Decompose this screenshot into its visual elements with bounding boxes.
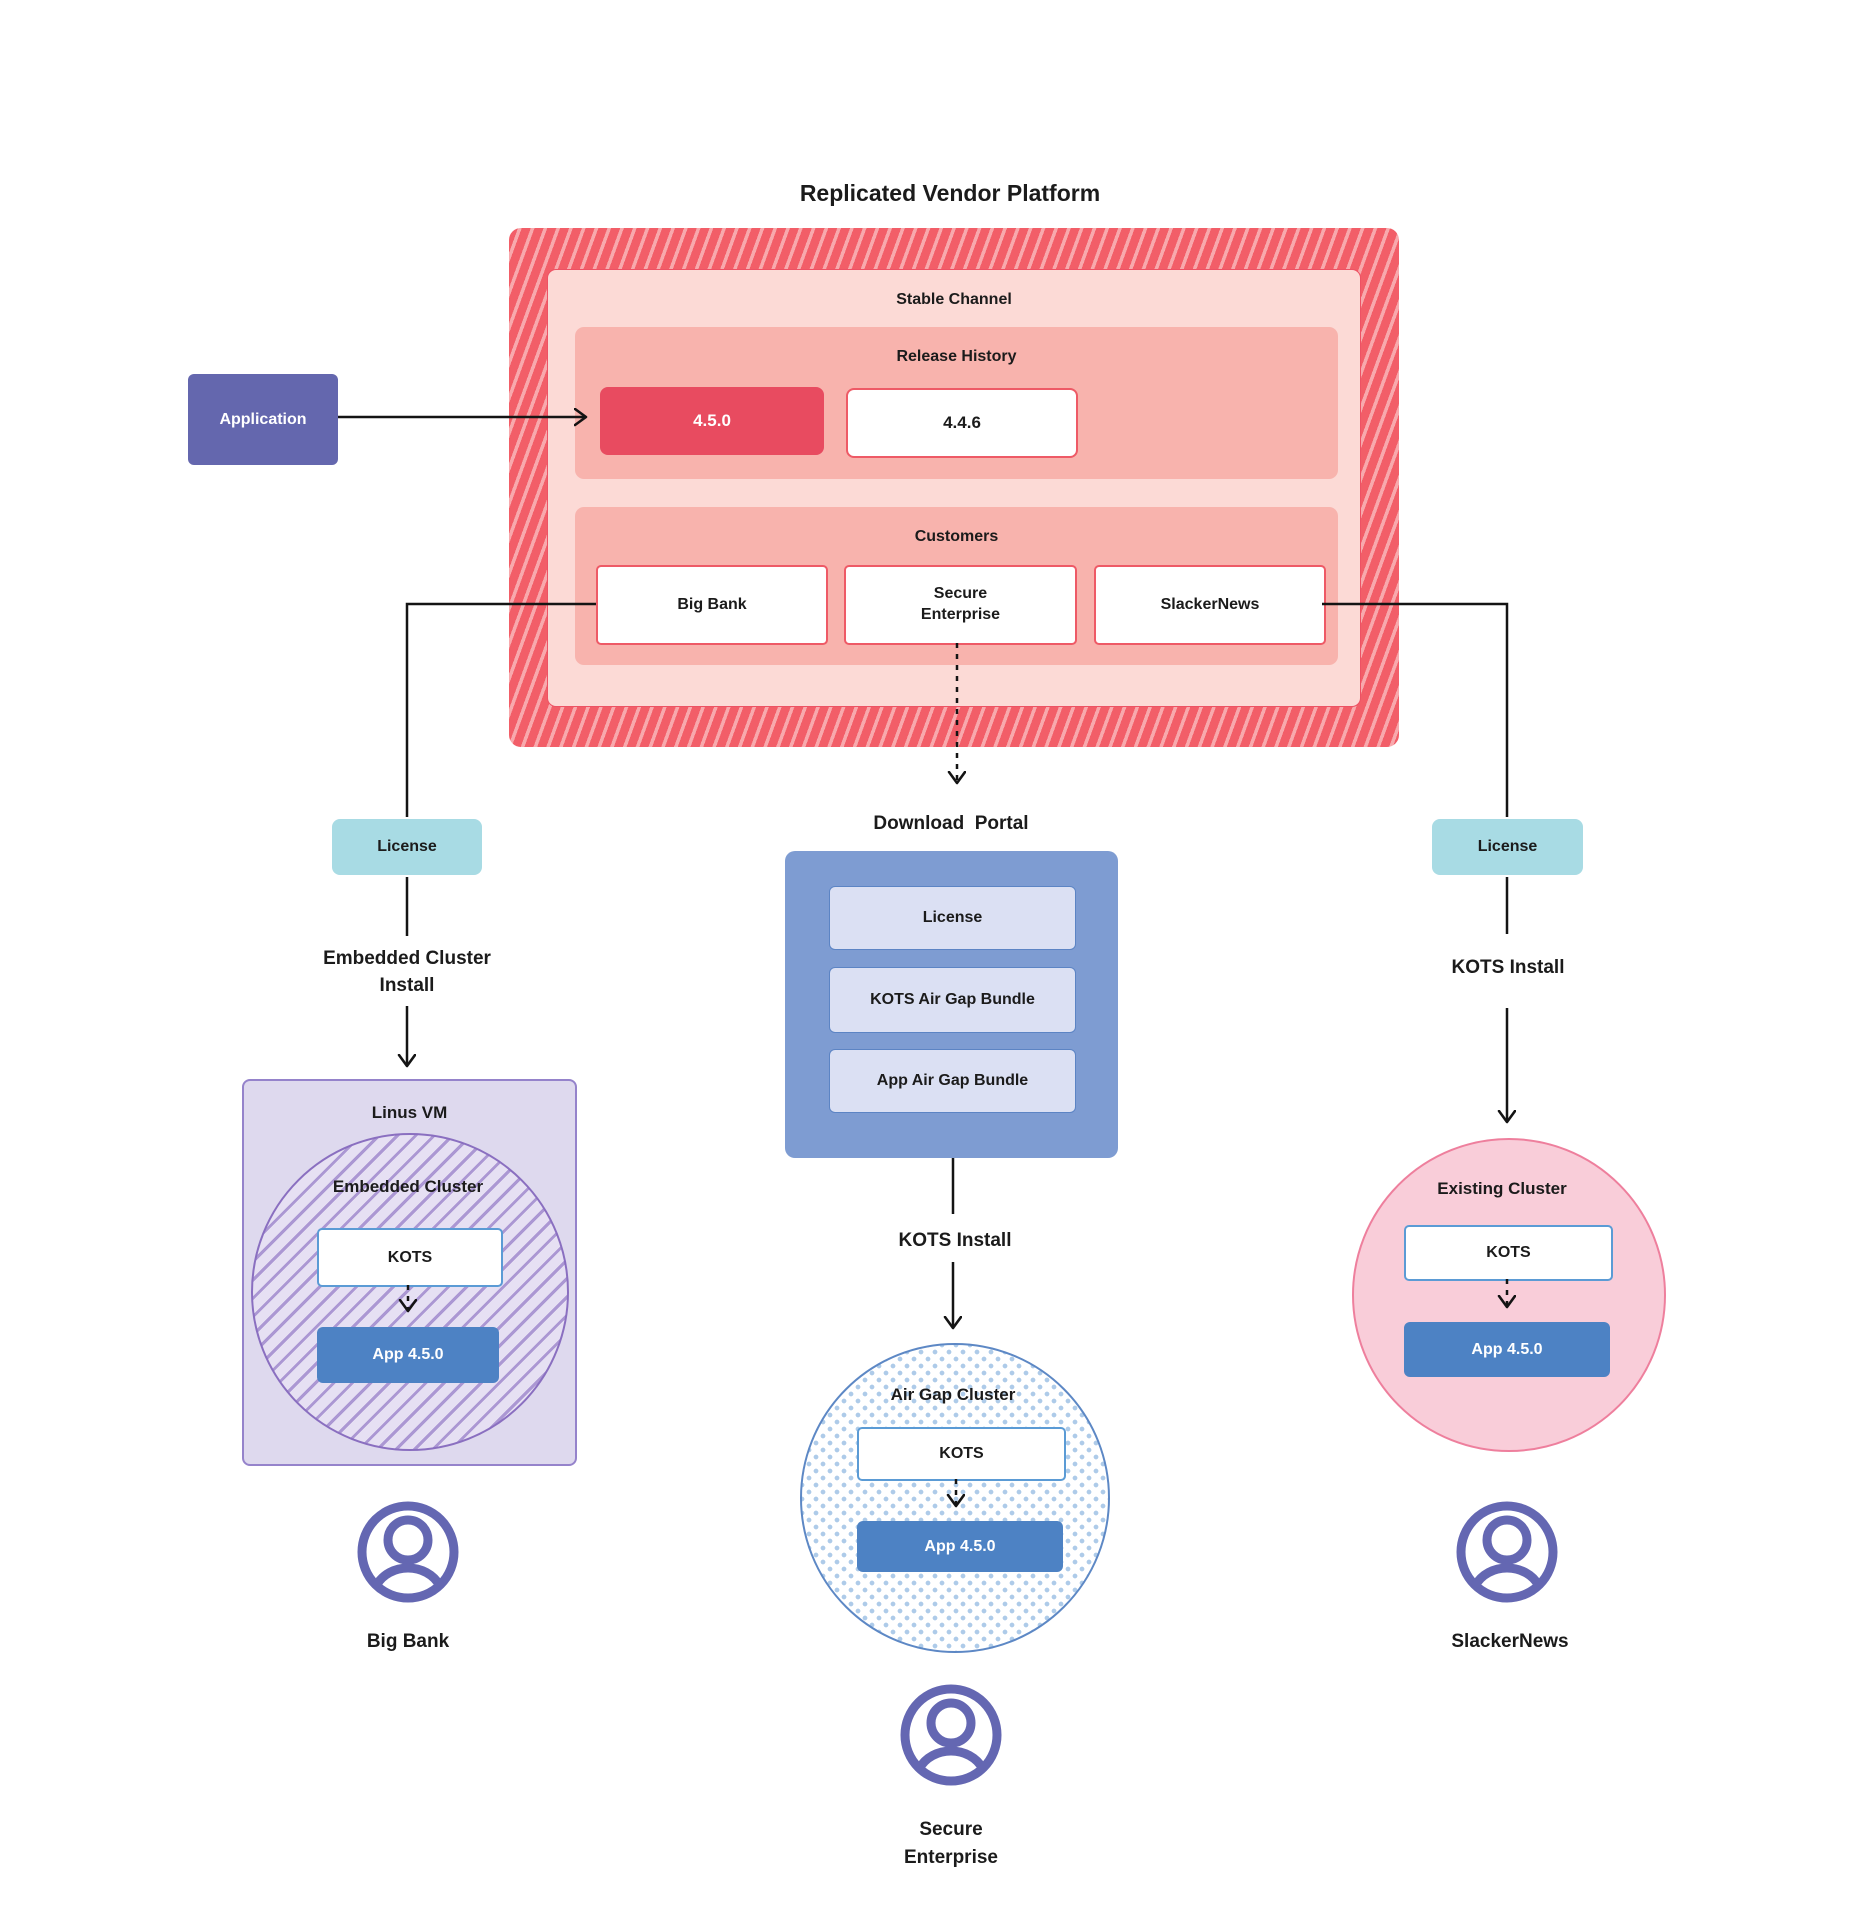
embedded-cluster-label: Embedded Cluster xyxy=(332,1177,484,1196)
app-box-middle: App 4.5.0 xyxy=(857,1521,1063,1572)
release-4-5-0: 4.5.0 xyxy=(600,387,824,455)
secure-enterprise-person-label: Secure Enterprise xyxy=(904,1819,998,1868)
embedded-cluster-install-label: Embedded Cluster Install xyxy=(323,948,491,996)
kots-install-label-right: KOTS Install xyxy=(1451,957,1565,978)
release-4-4-6: 4.4.6 xyxy=(846,388,1078,458)
kots-box-right: KOTS xyxy=(1404,1225,1613,1281)
portal-app-bundle-item: App Air Gap Bundle xyxy=(829,1049,1076,1113)
customer-big-bank: Big Bank xyxy=(596,565,828,645)
license-box-left: License xyxy=(332,819,482,875)
portal-kots-bundle-item: KOTS Air Gap Bundle xyxy=(829,967,1076,1033)
kots-box-left: KOTS xyxy=(317,1228,503,1287)
page-title: Replicated Vendor Platform xyxy=(799,180,1101,206)
application-box: Application xyxy=(188,374,338,465)
existing-cluster-label: Existing Cluster xyxy=(1437,1179,1567,1198)
kots-install-label-middle: KOTS Install xyxy=(898,1230,1012,1251)
secure-enterprise-user-icon xyxy=(899,1683,1003,1787)
app-box-right: App 4.5.0 xyxy=(1404,1322,1610,1377)
kots-box-middle: KOTS xyxy=(857,1427,1066,1481)
customer-secure-enterprise: Secure Enterprise xyxy=(844,565,1077,645)
customers-label: Customers xyxy=(914,528,999,545)
air-gap-cluster-label: Air Gap Cluster xyxy=(890,1385,1016,1404)
license-box-right: License xyxy=(1432,819,1583,875)
download-portal-label: Download Portal xyxy=(873,813,1029,834)
big-bank-person-label: Big Bank xyxy=(366,1631,450,1652)
portal-license-item: License xyxy=(829,886,1076,950)
linus-vm-label: Linus VM xyxy=(371,1103,448,1122)
release-history-label: Release History xyxy=(896,348,1017,365)
app-box-left: App 4.5.0 xyxy=(317,1327,499,1383)
embedded-cluster-circle xyxy=(251,1133,569,1451)
customer-slackernews: SlackerNews xyxy=(1094,565,1326,645)
big-bank-user-icon xyxy=(356,1500,460,1604)
stable-channel-label: Stable Channel xyxy=(896,291,1012,308)
slackernews-user-icon xyxy=(1455,1500,1559,1604)
slackernews-person-label: SlackerNews xyxy=(1451,1631,1569,1652)
